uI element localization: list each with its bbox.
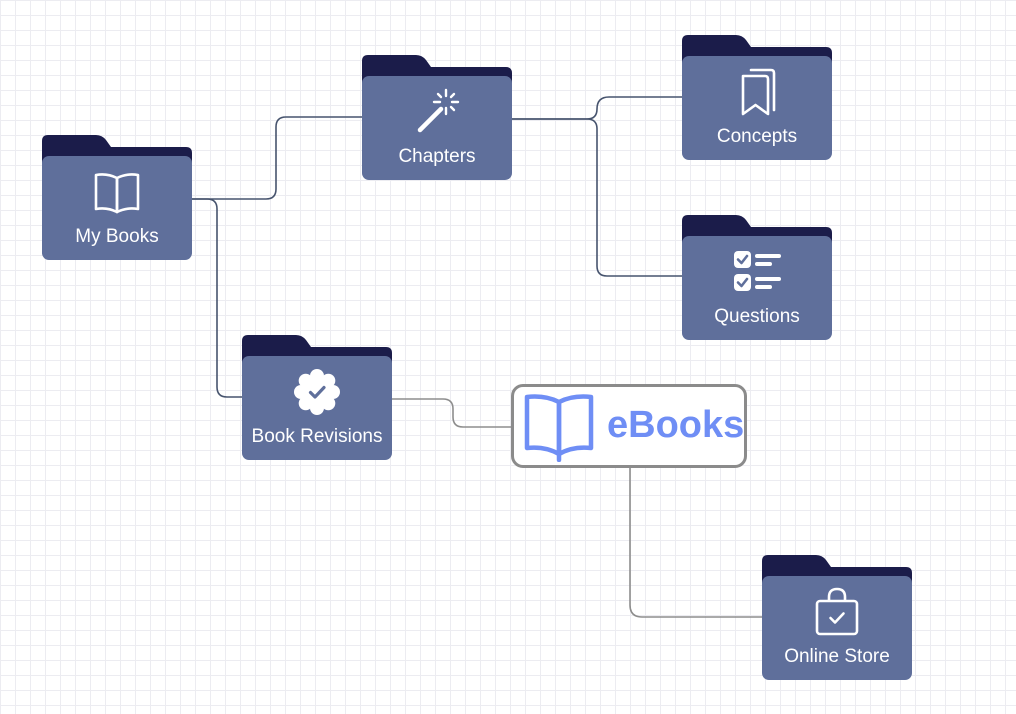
folder-label: My Books: [75, 226, 159, 247]
connector-bookrevisions-ebooks: [392, 398, 511, 428]
folder-body: [362, 76, 512, 180]
open-book-icon: [91, 166, 143, 218]
folder-label: Online Store: [784, 646, 890, 667]
ebooks-logo-text: eBooks: [607, 404, 745, 446]
ebooks-logo[interactable]: eBooks: [511, 384, 747, 468]
folder-questions[interactable]: Questions: [682, 215, 832, 340]
verified-badge-icon: [291, 366, 343, 418]
connector-mybooks-chapters: [191, 116, 362, 200]
bookmarks-icon: [731, 66, 783, 118]
connector-chapters-questions: [512, 118, 682, 277]
connector-mybooks-bookrevisions: [191, 198, 242, 398]
folder-chapters[interactable]: Chapters: [362, 55, 512, 180]
folder-label: Concepts: [716, 126, 798, 147]
connector-chapters-concepts: [512, 96, 682, 120]
shopping-bag-check-icon: [811, 586, 863, 638]
folder-label: Questions: [714, 306, 800, 327]
folder-my-books[interactable]: My Books: [42, 135, 192, 260]
folder-concepts[interactable]: Concepts: [682, 35, 832, 160]
folder-body: [762, 576, 912, 680]
folder-online-store[interactable]: Online Store: [762, 555, 912, 680]
folder-label: Book Revisions: [251, 426, 383, 447]
folder-body: [682, 56, 832, 160]
folder-label: Chapters: [398, 146, 476, 167]
connector-ebooks-onlinestore: [629, 468, 762, 618]
checklist-icon: [731, 246, 783, 298]
folder-book-revisions[interactable]: Book Revisions: [242, 335, 392, 460]
open-book-icon: [521, 392, 597, 467]
magic-wand-icon: [411, 86, 463, 138]
